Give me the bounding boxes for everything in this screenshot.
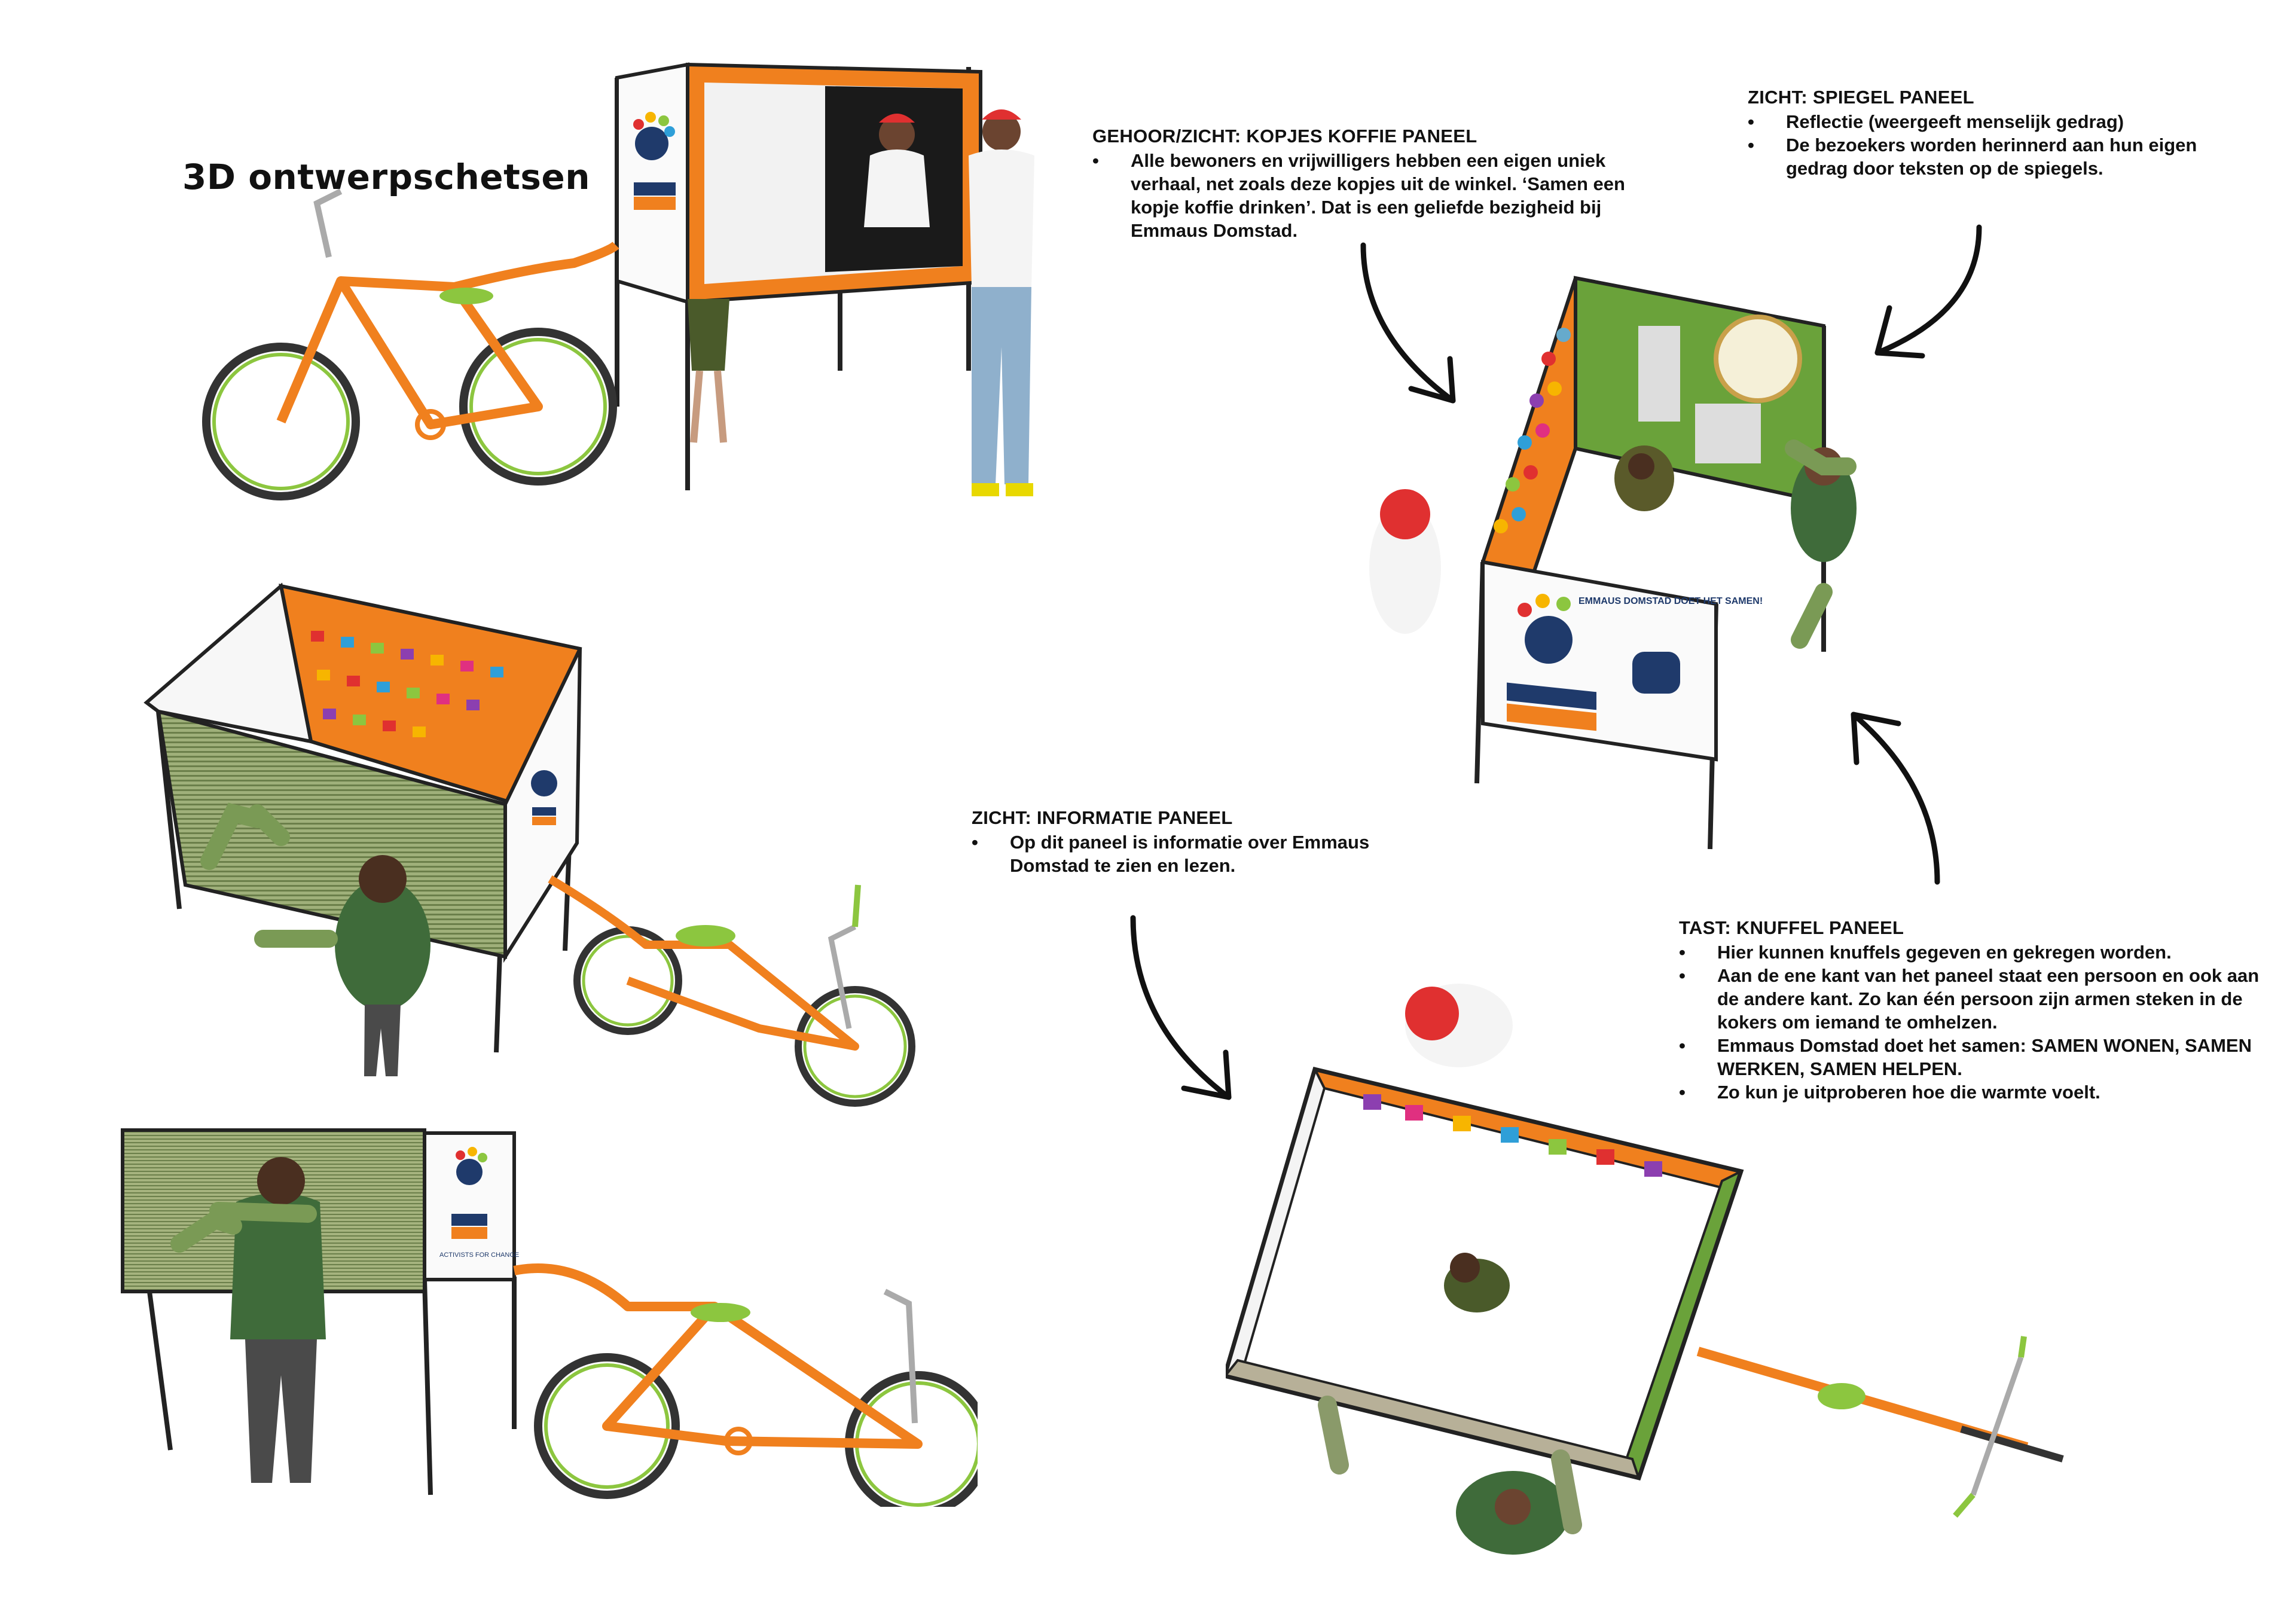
emmaus-logo: [451, 1147, 487, 1239]
info-panel: [1481, 560, 1718, 762]
person-woman: [1614, 445, 1674, 511]
render-birds-eye-view: [1226, 984, 2064, 1555]
page-title: 3D ontwerpschetsen: [182, 157, 591, 197]
note-hug-panel: TAST: KNUFFEL PANEEL Hier kunnen knuffel…: [1679, 916, 2283, 1104]
person-standing-man: [969, 109, 1034, 496]
coffee-cups: [1494, 328, 1571, 533]
cargo-bike: [1696, 1336, 2064, 1518]
info-panel-front: [503, 648, 582, 963]
panel-banner: EMMAUS DOMSTAD DOET HET SAMEN!: [1578, 596, 1763, 606]
person-man-red-cap: [1369, 489, 1441, 634]
emmaus-logo: [633, 112, 676, 210]
hug-tubes: [1318, 1396, 1582, 1534]
note-heading: ZICHT: INFORMATIE PANEEL: [972, 807, 1233, 828]
cargo-bike: [513, 1263, 978, 1507]
hug-tubes: [170, 1202, 317, 1253]
person-green-jacket: [1456, 1471, 1570, 1555]
note-bullet: Emmaus Domstad doet het samen: SAMEN WON…: [1679, 1034, 2283, 1080]
cargo-bike: [548, 875, 915, 1107]
info-panel: [144, 582, 313, 744]
info-panel: [423, 1131, 516, 1281]
person-man-red-cap: [1405, 984, 1513, 1067]
note-bullet: Reflectie (weergeeft menselijk gedrag): [1748, 110, 2256, 133]
render-hug-panel-angle: [144, 582, 915, 1107]
hug-tubes: [200, 802, 338, 948]
note-heading: TAST: KNUFFEL PANEEL: [1679, 917, 1904, 938]
note-info-panel: ZICHT: INFORMATIE PANEEL Op dit paneel i…: [972, 806, 1378, 877]
panel-tagline: ACTIVISTS FOR CHANGE: [439, 1251, 519, 1259]
arrow-hug-panel: [1851, 712, 1940, 885]
note-bullet: Zo kun je uitproberen hoe die warmte voe…: [1679, 1080, 2283, 1104]
note-heading: ZICHT: SPIEGEL PANEEL: [1748, 87, 1974, 108]
person-green-jacket: [230, 1157, 326, 1483]
note-bullet: De bezoekers worden herinnerd aan hun ei…: [1748, 133, 2256, 180]
arrow-mirror-note: [1874, 224, 1982, 359]
hug-tubes: [1785, 439, 1857, 649]
arrow-info-panel: [1130, 915, 1232, 1100]
coffee-cups: [311, 631, 503, 737]
note-coffee-cup-panel: GEHOOR/ZICHT: KOPJES KOFFIE PANEEL Alle …: [1092, 124, 1631, 242]
person-green-jacket: [335, 855, 430, 1076]
note-bullet: Aan de ene kant van het paneel staat een…: [1679, 964, 2283, 1034]
note-bullet: Hier kunnen knuffels gegeven en gekregen…: [1679, 941, 2283, 964]
render-front-view: [202, 62, 1034, 500]
coffee-cups: [1363, 1094, 1662, 1177]
note-bullet: Op dit paneel is informatie over Emmaus …: [972, 831, 1378, 877]
cargo-bike: [202, 188, 619, 500]
hug-panel: [1226, 1359, 1641, 1479]
emmaus-logo: [1507, 594, 1680, 731]
person-woman: [688, 299, 729, 443]
note-heading: GEHOOR/ZICHT: KOPJES KOFFIE PANEEL: [1092, 126, 1477, 146]
person-reflection: [864, 114, 930, 227]
render-top-mirror-view: EMMAUS DOMSTAD DOET HET SAMEN!: [1369, 276, 1857, 850]
render-hug-panel-side: ACTIVISTS FOR CHANGE: [121, 1128, 978, 1507]
emmaus-logo: [531, 770, 557, 825]
note-mirror-panel: ZICHT: SPIEGEL PANEEL Reflectie (weergee…: [1748, 86, 2256, 180]
person-woman: [1444, 1253, 1510, 1312]
note-bullet: Alle bewoners en vrijwilligers hebben ee…: [1092, 149, 1631, 242]
arrow-coffee-to-cups: [1360, 242, 1456, 404]
